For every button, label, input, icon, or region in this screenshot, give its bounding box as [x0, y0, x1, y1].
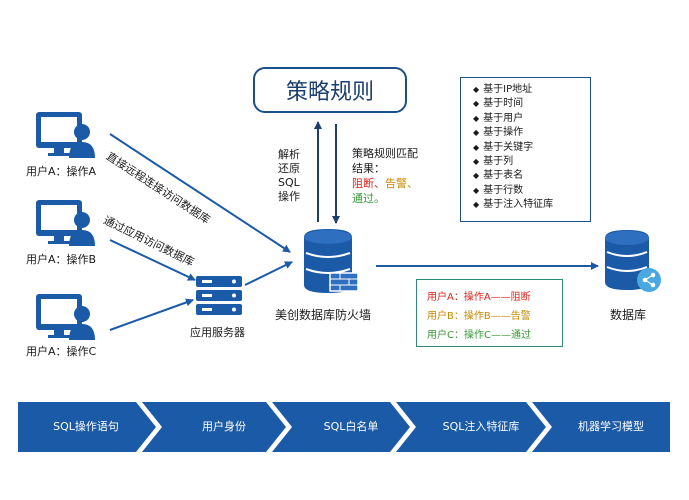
result-line-pass: 用户C：操作C——通过: [427, 330, 531, 341]
basis-item: 基于列: [473, 155, 590, 169]
match-pass: 通过: [352, 192, 374, 205]
parse-label-line: 解析: [278, 148, 300, 161]
client-computer-icon: [36, 294, 95, 340]
arrow-direct-connect: [109, 133, 291, 253]
result-line-alert: 用户B：操作B——告警: [427, 311, 531, 322]
basis-item: 基于时间: [473, 97, 590, 111]
match-label-line4: 通过。: [352, 191, 418, 206]
policy-basis-list: 基于IP地址 基于时间 基于用户 基于操作 基于关键字 基于列 基于表名 基于行…: [460, 77, 591, 222]
basis-item: 基于注入特征库: [473, 198, 590, 212]
policy-rule-box: 策略规则: [253, 67, 407, 113]
match-end: 。: [374, 192, 385, 205]
match-label-line3: 阻断、告警、: [352, 176, 418, 191]
step-label: 用户身份: [202, 420, 246, 433]
parse-sql-label: 解析 还原 SQL 操作: [278, 148, 300, 204]
policy-rule-title: 策略规则: [285, 80, 374, 105]
parse-label-line: 操作: [278, 190, 300, 203]
arrow-appserver-to-firewall: [244, 261, 293, 286]
client-label: 用户A：操作B: [26, 253, 97, 266]
step-label: SQL操作语句: [53, 420, 119, 433]
step-label: SQL注入特征库: [442, 420, 520, 433]
match-sep: 、: [407, 177, 418, 190]
step-label: SQL白名单: [323, 420, 379, 433]
step-label: 机器学习模型: [578, 420, 644, 433]
app-server-icon: [196, 276, 242, 315]
basis-item: 基于关键字: [473, 141, 590, 155]
match-result-label: 策略规则匹配 结果： 阻断、告警、 通过。: [352, 146, 418, 206]
steps-labels: SQL操作语句 用户身份 SQL白名单 SQL注入特征库 机器学习模型: [18, 402, 670, 452]
steps-chevron-bar: [18, 402, 670, 452]
result-line-blocked: 用户A：操作A——阻断: [427, 292, 531, 303]
client-computer-icon: [36, 112, 95, 158]
match-blocked: 阻断: [352, 177, 374, 190]
client-label: 用户A：操作A: [26, 165, 97, 178]
app-server-label: 应用服务器: [190, 326, 245, 339]
basis-item: 基于IP地址: [473, 83, 590, 97]
parse-label-line: SQL: [278, 176, 300, 189]
match-label-line1: 策略规则匹配: [352, 147, 418, 160]
basis-item: 基于操作: [473, 126, 590, 140]
arrow-client2-to-appserver: [109, 239, 196, 281]
firewall-label: 美创数据库防火墙: [275, 308, 372, 322]
match-sep: 、: [374, 177, 385, 190]
basis-item: 基于行数: [473, 184, 590, 198]
client-label: 用户A：操作C: [26, 345, 97, 358]
client-computer-icon: [36, 200, 95, 246]
result-box: 用户A：操作A——阻断 用户B：操作B——告警 用户C：操作C——通过: [416, 279, 563, 347]
firewall-database-icon: [304, 229, 359, 293]
database-label: 数据库: [610, 308, 647, 322]
match-label-line2: 结果：: [352, 162, 385, 175]
basis-item: 基于用户: [473, 112, 590, 126]
database-icon: [605, 230, 661, 292]
match-alert: 告警: [385, 177, 407, 190]
basis-item: 基于表名: [473, 169, 590, 183]
parse-label-line: 还原: [278, 162, 300, 175]
arrow-client3-to-appserver: [109, 298, 194, 331]
